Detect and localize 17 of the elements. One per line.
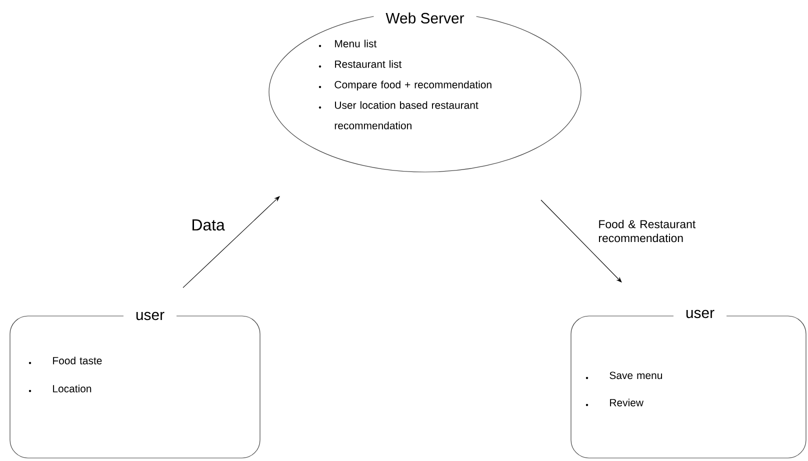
bullet-item: Restaurant list [318, 60, 402, 68]
server-ellipse [268, 10, 582, 172]
bullet-item: Save menu [586, 372, 662, 380]
edge-label: Food & Restaurant recommendation [598, 220, 696, 242]
bullet-item: User location based restaurant recommendation [318, 101, 478, 130]
node-title: user [673, 308, 727, 320]
user-box [10, 310, 260, 458]
node-title: Web Server [374, 10, 476, 26]
node-title: user [123, 310, 177, 322]
bullet-item: Location [28, 384, 92, 392]
bullet-item: Menu list [318, 40, 377, 48]
bullet-item: Food taste [28, 356, 102, 364]
bullet-item: Review [586, 398, 644, 406]
arrow [182, 196, 280, 288]
user-box [570, 308, 806, 458]
edge-label: Data [192, 219, 225, 231]
bullet-item: Compare food + recommendation [318, 80, 492, 90]
